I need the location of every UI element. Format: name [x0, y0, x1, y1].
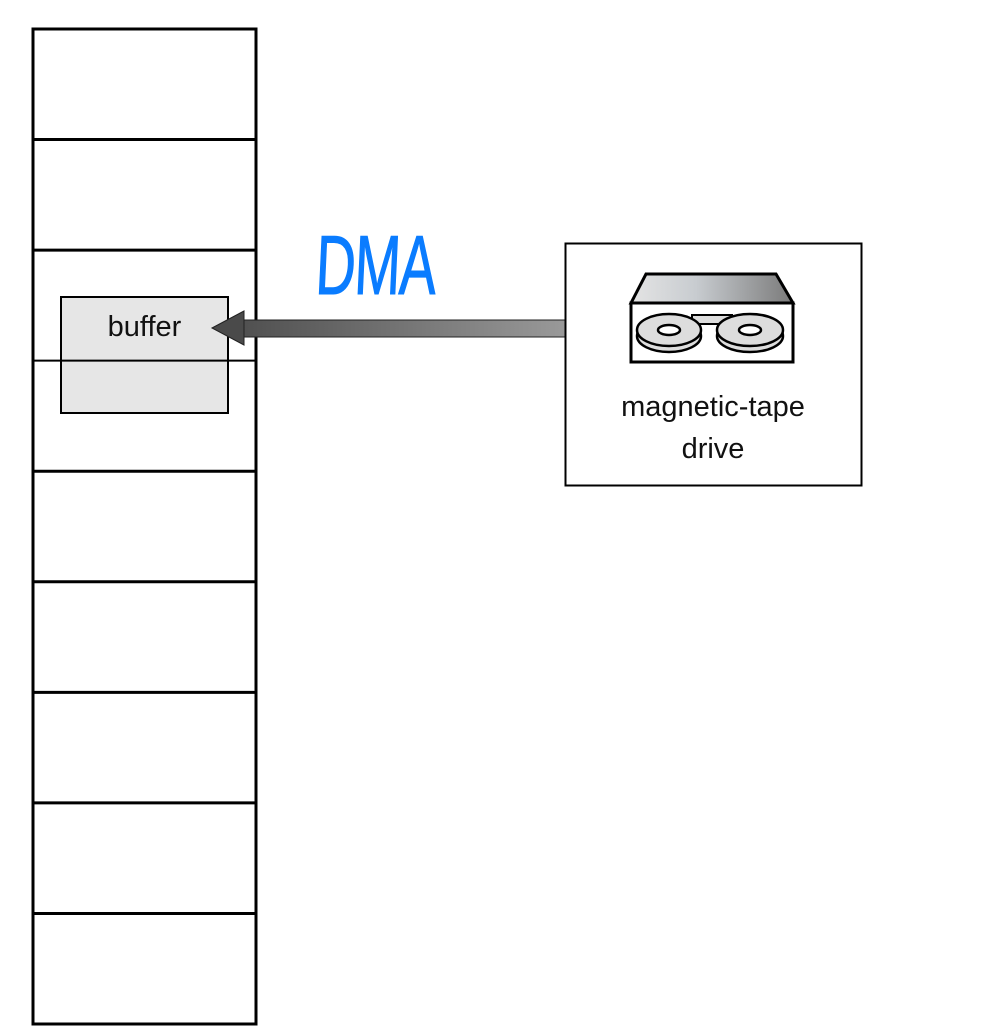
buffer-label: buffer [107, 311, 182, 343]
buffer-box [60, 296, 229, 414]
memory-column [31, 27, 258, 1026]
dma-arrow [210, 310, 633, 346]
tape-drive-icon [628, 272, 796, 364]
dma-label: DMA [313, 218, 438, 313]
device-label-line1: magnetic-tape [621, 391, 805, 423]
device-label-line2: drive [681, 433, 745, 465]
memory-cell-dividers [33, 138, 256, 915]
